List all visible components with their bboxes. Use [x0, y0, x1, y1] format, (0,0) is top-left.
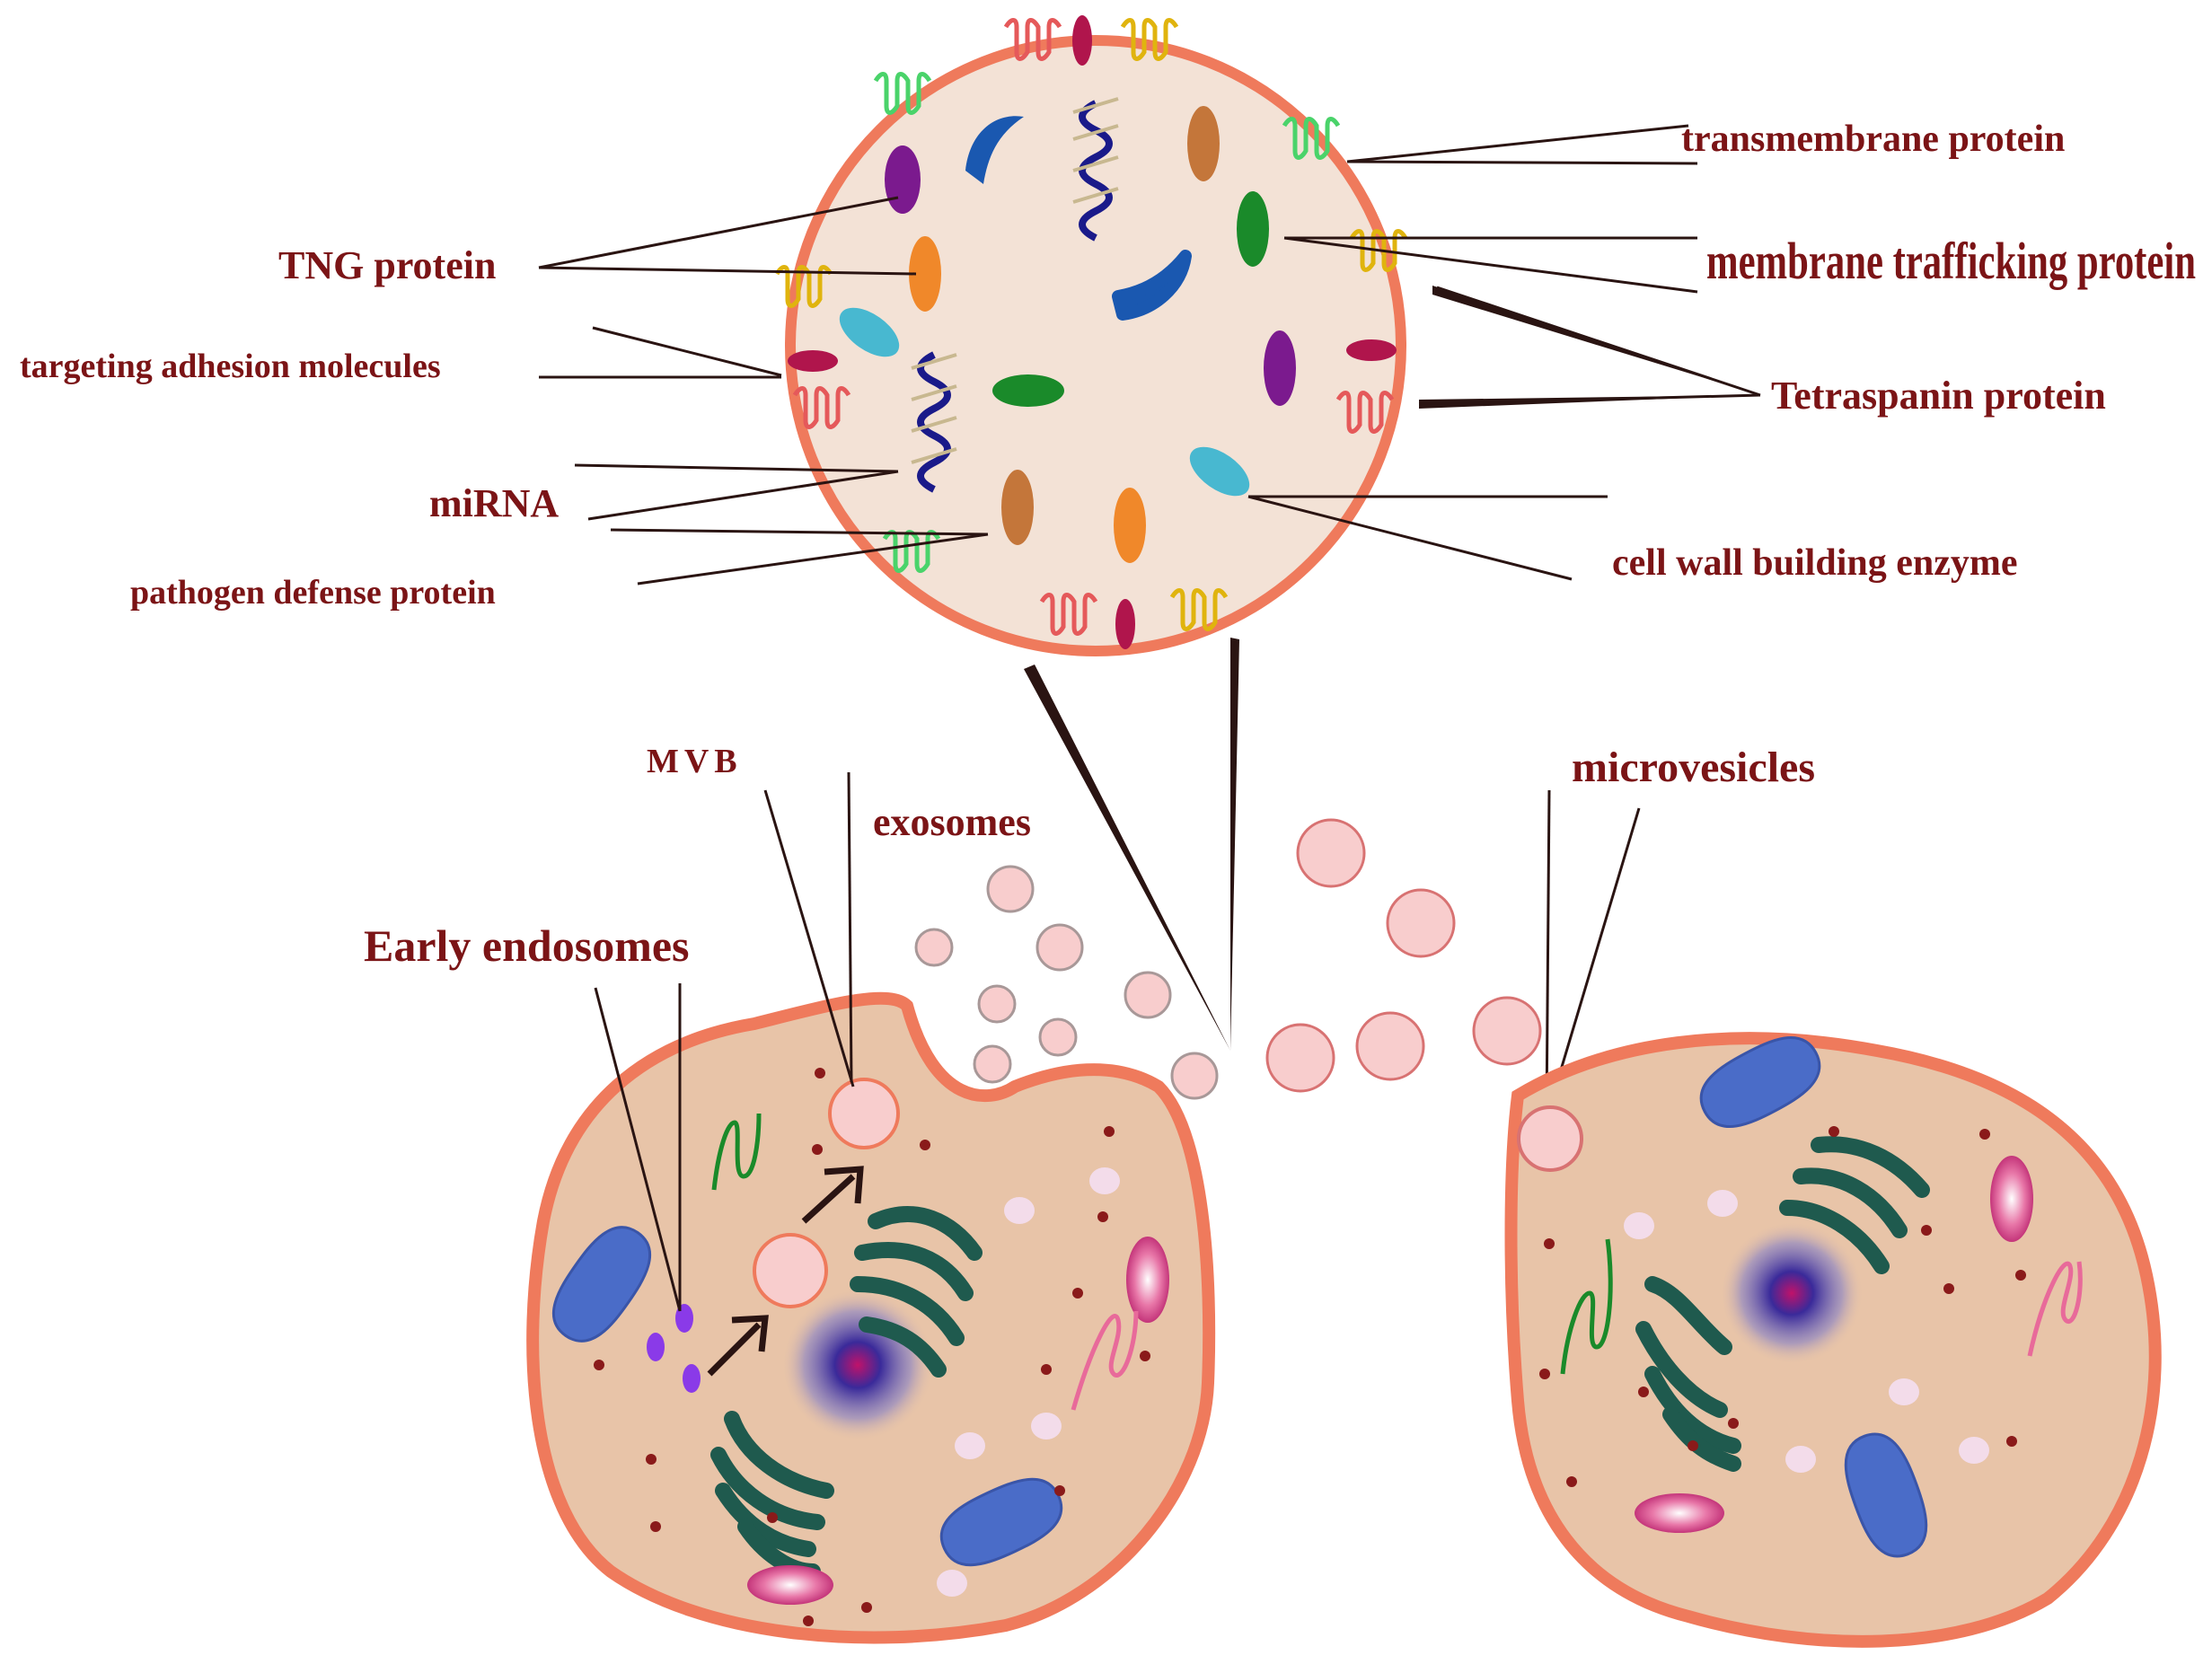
protein-icon	[1187, 106, 1220, 181]
pathogen-defense-protein-icon	[1001, 470, 1034, 545]
leader-lines-top	[538, 124, 1761, 585]
mirna-icon	[1079, 100, 1113, 242]
label-transmembrane: transmembrane protein	[1681, 119, 2065, 160]
label-tng-protein: TNG protein	[278, 243, 496, 287]
nucleus-icon	[781, 1289, 934, 1441]
label-mvb: MVB	[647, 743, 743, 780]
label-cell-wall-enzyme: cell wall building enzyme	[1612, 542, 2018, 584]
er-icon	[711, 1113, 762, 1191]
adhesion-molecule-icon	[1072, 15, 1092, 66]
donor-cell-left	[526, 991, 1216, 1644]
protein-icon	[992, 374, 1064, 407]
mvb-icon	[828, 1078, 900, 1149]
nucleus-icon	[1720, 1221, 1864, 1365]
label-mirna: miRNA	[429, 481, 559, 525]
er-icon	[1071, 1310, 1139, 1411]
golgi-icon	[1635, 1136, 1930, 1472]
leader-lines-bottom	[594, 771, 1641, 1312]
cell-wall-enzyme-icon	[1189, 446, 1250, 497]
lysosome-icon	[1990, 1156, 2033, 1242]
lysosome-icon	[1635, 1493, 1724, 1533]
er-icon	[2027, 1261, 2083, 1357]
leader-wedges-ev	[1024, 286, 1760, 1051]
granule-icons	[1539, 1126, 2026, 1487]
ev-vesicle	[777, 15, 1406, 656]
label-tetraspanin: Tetraspanin protein	[1771, 374, 2106, 418]
label-exosomes: exosomes	[873, 800, 1031, 844]
label-pathogen-defense: pathogen defense protein	[130, 574, 496, 612]
golgi-icon	[710, 1206, 983, 1580]
lysosome-icon	[1126, 1237, 1169, 1323]
pale-vesicle-icons	[1624, 1190, 1989, 1473]
er-icon	[1560, 1238, 1613, 1375]
lysosome-icon	[747, 1565, 833, 1605]
adhesion-molecule-icon	[1346, 339, 1397, 361]
exosome-particles	[914, 865, 1219, 1100]
label-microvesicles: microvesicles	[1572, 744, 1815, 791]
protein-icon	[1264, 330, 1296, 406]
labels: TNG protein targeting adhesion molecules…	[20, 119, 2196, 971]
adhesion-molecule-icon	[788, 350, 838, 372]
granule-icons	[594, 1068, 1150, 1626]
adhesion-molecule-icon	[1115, 599, 1135, 649]
microvesicle-particles	[1265, 818, 1542, 1093]
pale-vesicle-icons	[937, 1167, 1120, 1597]
label-targeting-adhesion: targeting adhesion molecules	[20, 348, 441, 385]
kidney-protein-icon	[965, 116, 1024, 184]
enzyme-icon	[839, 307, 900, 357]
tng-protein-icon	[909, 236, 941, 312]
kidney-protein-icon	[1112, 250, 1192, 321]
protein-icon	[1114, 488, 1146, 563]
mirna-icon	[917, 351, 951, 493]
label-membrane-trafficking: membrane trafficking protein	[1706, 232, 2196, 290]
label-early-endosomes: Early endosomes	[364, 920, 690, 971]
trafficking-arrow-icons	[707, 1166, 864, 1377]
microvesicle-budding-icon	[1517, 1105, 1583, 1172]
endosome-icon	[753, 1233, 828, 1308]
tng-protein-icon	[885, 145, 921, 214]
protein-icon	[1237, 191, 1269, 267]
recipient-cell-right	[1504, 1022, 2162, 1648]
